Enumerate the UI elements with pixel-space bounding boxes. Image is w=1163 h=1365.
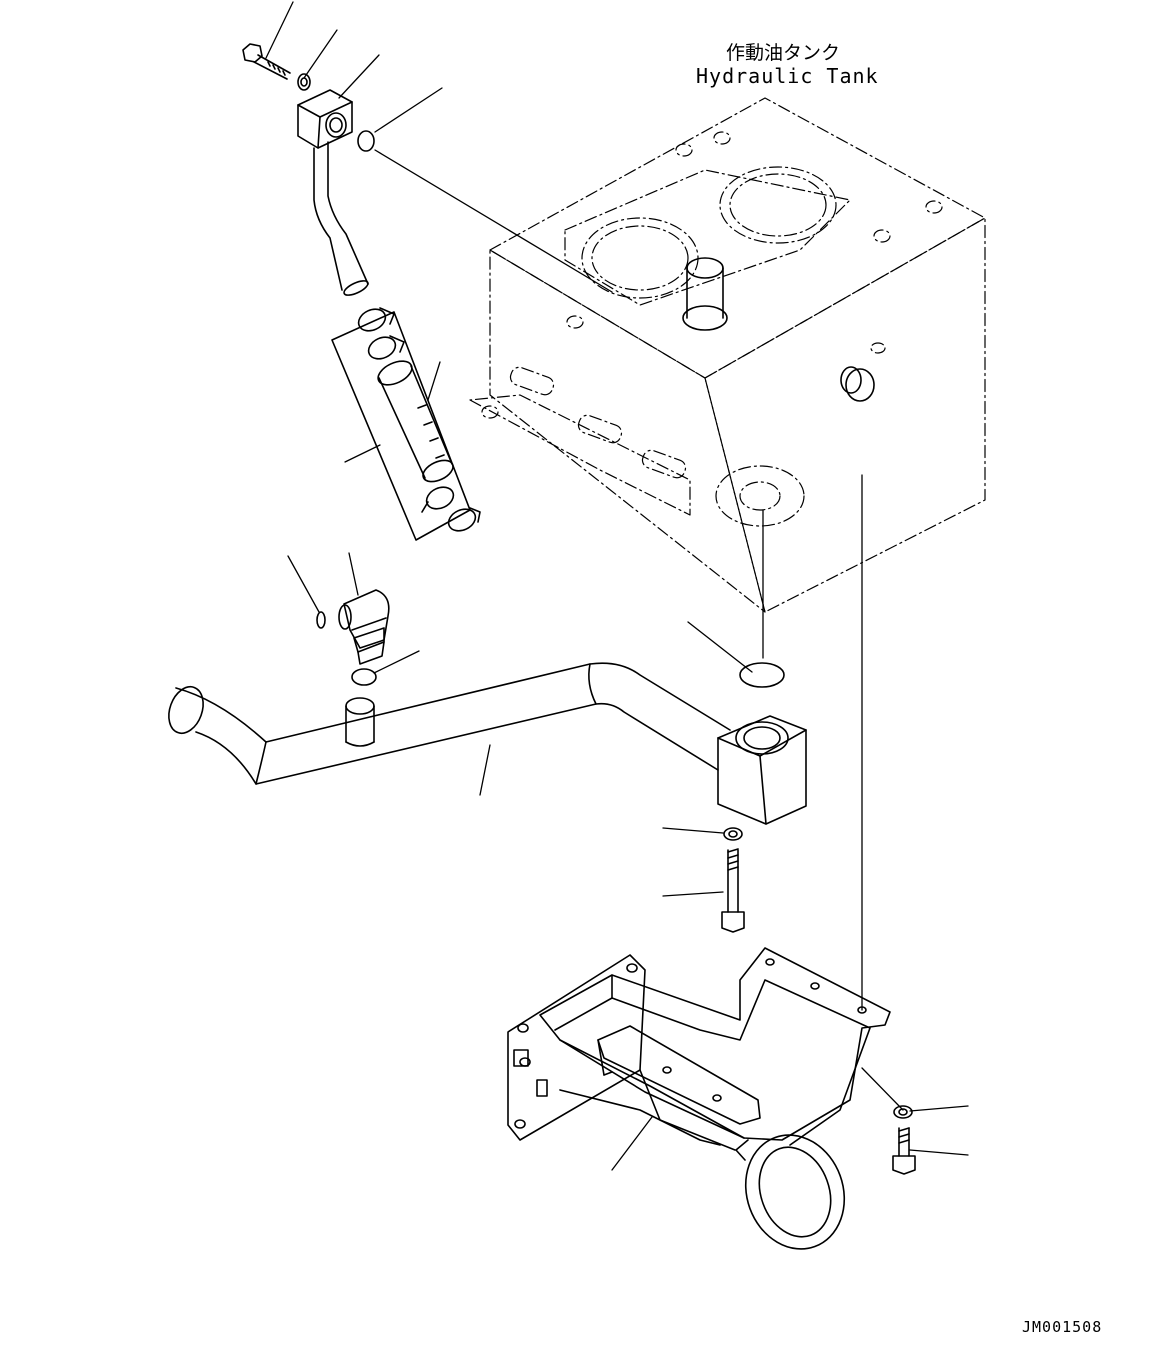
o-ring-2-icon [352, 669, 376, 685]
tank-breather-icon [683, 258, 874, 401]
tank-o-ring-icon [740, 663, 784, 687]
bolt-icon [243, 44, 290, 79]
short-bolt-icon [893, 1128, 915, 1174]
drawing-code: JM001508 [1022, 1318, 1103, 1336]
o-ring-icon [358, 131, 374, 151]
tank-label-japanese: 作動油タンク [726, 42, 841, 64]
washer-3-icon [894, 1106, 912, 1118]
long-bolt-icon [722, 849, 744, 932]
o-ring-small-icon [317, 612, 325, 628]
washer-2-icon [724, 828, 742, 840]
rubber-hose-icon [332, 312, 470, 540]
mounting-bracket-drawing [508, 948, 890, 1263]
tank-label-english: Hydraulic Tank [696, 64, 879, 88]
washer-icon [298, 74, 310, 90]
split-flange-icon [298, 90, 352, 148]
hose-clamp-icon [355, 305, 480, 535]
suction-pipe-drawing [163, 663, 806, 824]
leader-lines [266, 2, 968, 1170]
hydraulic-tank-drawing [470, 98, 985, 612]
short-pipe-icon [314, 142, 370, 298]
elbow-fitting-icon [339, 590, 389, 664]
